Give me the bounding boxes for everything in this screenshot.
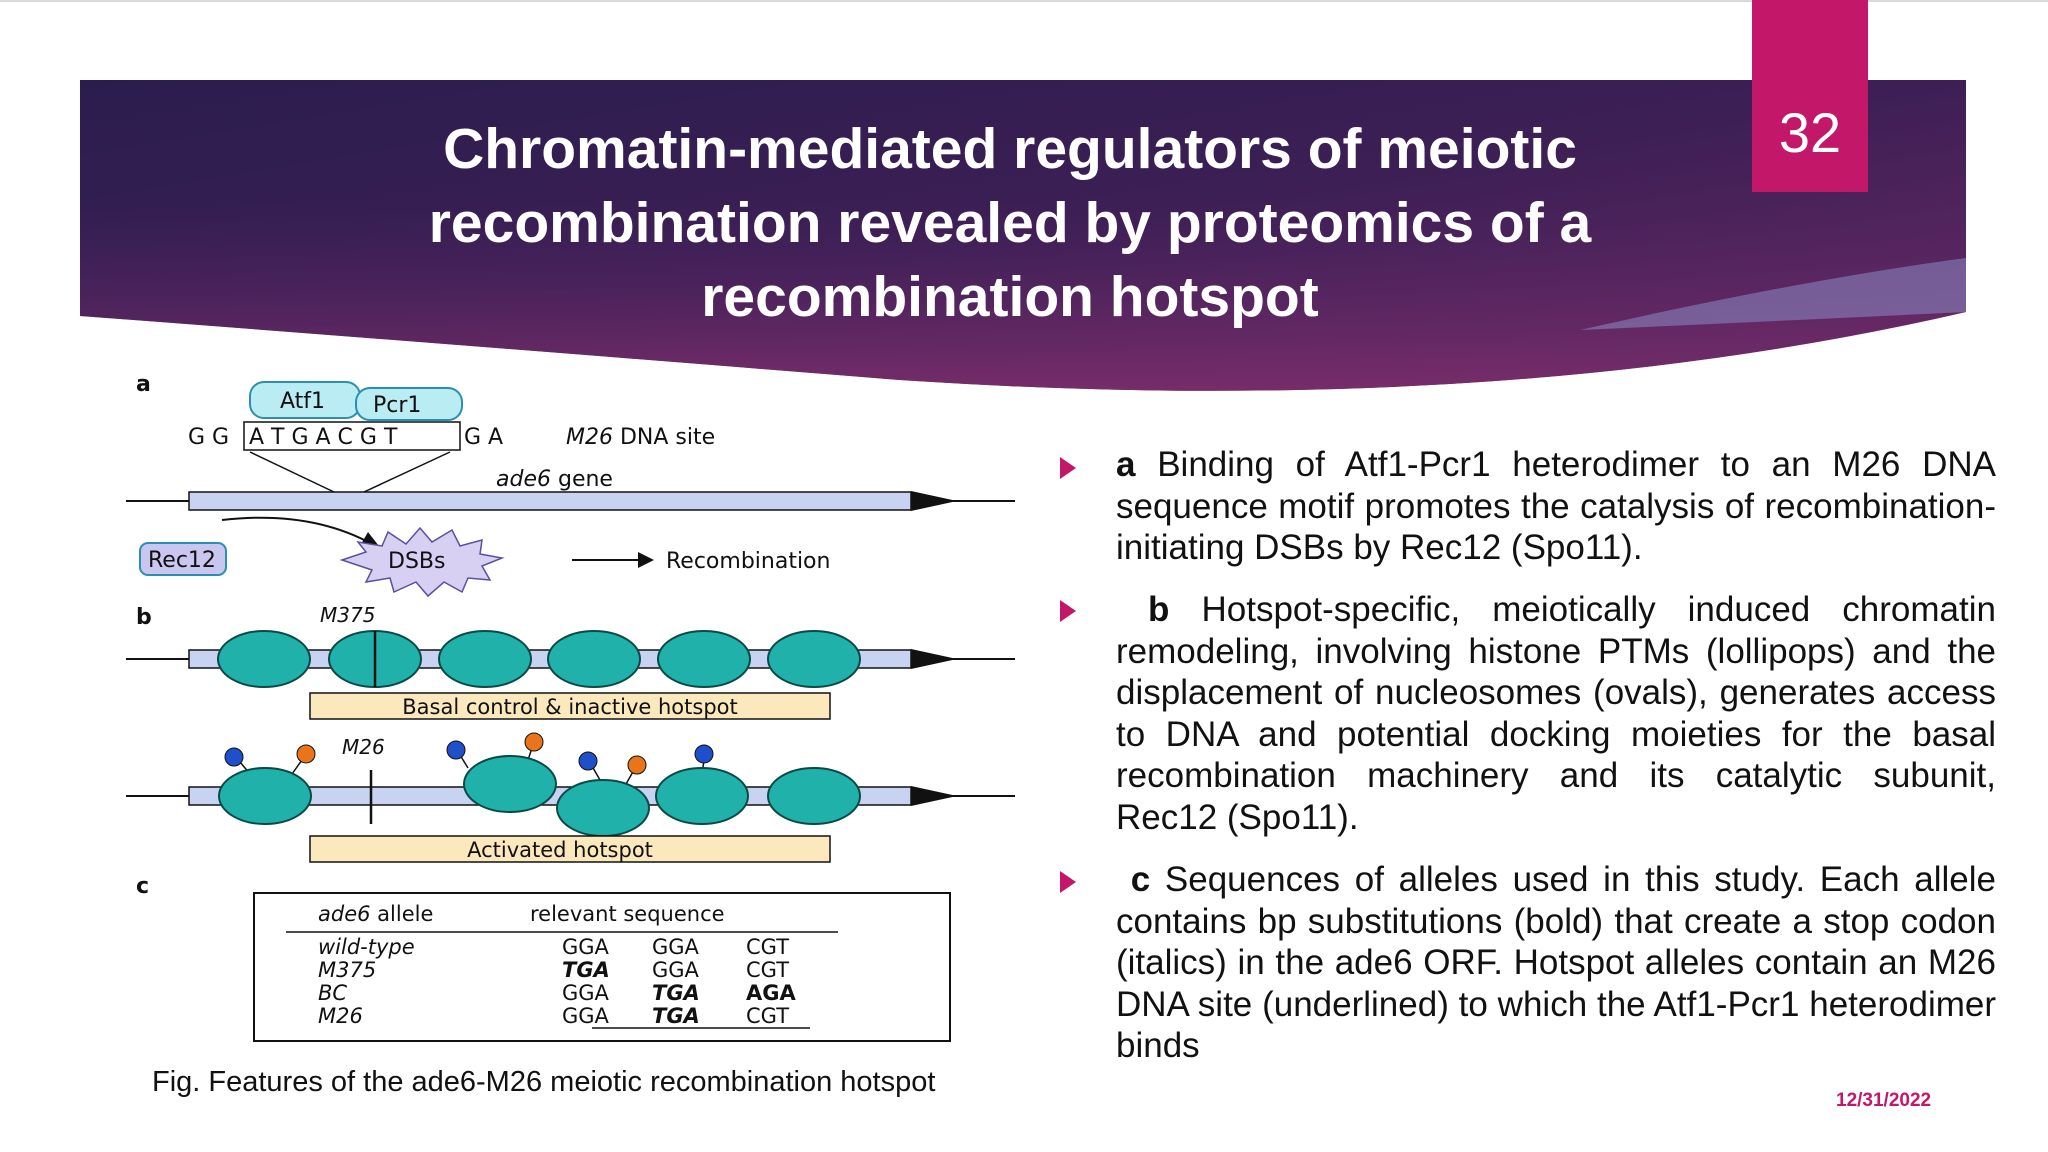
- gene-direction-arrow: [911, 491, 957, 511]
- nucleosome: [556, 779, 650, 837]
- zoom-line-left: [249, 451, 335, 493]
- nucleosomes-activated: [218, 755, 861, 837]
- allele-table-frame: [253, 892, 951, 1042]
- basal-control-box: [309, 692, 831, 720]
- nucleosomes-inactive: [217, 630, 861, 688]
- nucleosome: [217, 630, 311, 688]
- gene-arrow-b2: [911, 786, 957, 806]
- ptm-orange: [524, 732, 544, 752]
- gene-arrow-b1: [911, 649, 957, 669]
- bullet-arrow-icon: [1060, 871, 1076, 893]
- bullet-label: c: [1130, 860, 1151, 899]
- nucleosome: [657, 630, 751, 688]
- histone-ptm-heads: [224, 732, 714, 775]
- rec12-curved-arrow: [221, 516, 373, 545]
- ptm-orange: [296, 744, 316, 764]
- bullet-arrow-icon: [1060, 457, 1076, 479]
- recombination-label: Recombination: [666, 549, 830, 574]
- dsbs-label: DSBs: [388, 549, 445, 574]
- banner-swoosh: [1580, 258, 1966, 330]
- ptm-blue: [224, 747, 244, 767]
- bullet-text: Sequences of alleles used in this study.…: [1116, 860, 1996, 1065]
- allele-name: wild-type: [318, 935, 415, 959]
- codon-3: AGA: [746, 981, 796, 1005]
- sequence-right: G A: [464, 425, 503, 450]
- bullet-text: Hotspot-specific, meiotically induced ch…: [1116, 590, 1996, 837]
- bullet-c: c Sequences of alleles used in this stud…: [1116, 859, 1996, 1067]
- allele-row-wild-type: wild-type GGA GGA CGT: [318, 935, 789, 959]
- codon-1: GGA: [562, 1004, 610, 1028]
- bullet-b: b Hotspot-specific, meiotically induced …: [1116, 589, 1996, 838]
- page-number-tab: [1752, 0, 1868, 192]
- codon-2: TGA: [652, 1004, 700, 1028]
- activated-hotspot-box: [309, 835, 831, 863]
- m375-label: M375: [320, 603, 375, 627]
- nucleosome: [218, 767, 312, 825]
- banner-glow: [80, 200, 1966, 391]
- top-border-line: [0, 0, 2048, 2]
- ptm-blue: [446, 740, 466, 760]
- codon-1: GGA: [562, 981, 610, 1005]
- panel-c-label: c: [136, 874, 149, 899]
- codon-3: CGT: [746, 1004, 789, 1028]
- codon-1: TGA: [562, 958, 610, 982]
- m26-dna-site-label: M26 DNA site: [566, 425, 715, 450]
- sequence-left: G G: [188, 425, 229, 450]
- m26-site-box: [243, 421, 461, 451]
- codon-1: GGA: [562, 935, 610, 959]
- codon-2: GGA: [652, 958, 700, 982]
- zoom-line-right: [363, 451, 451, 493]
- sequence-boxed: A T G A C G T: [249, 425, 398, 450]
- allele-name: BC: [318, 981, 347, 1005]
- bullet-a: a Binding of Atf1-Pcr1 heterodimer to an…: [1116, 444, 1996, 569]
- ptm-blue: [578, 751, 598, 771]
- nucleosome: [463, 755, 557, 813]
- figure-caption: Fig. Features of the ade6-M26 meiotic re…: [152, 1066, 936, 1098]
- page-number: 32: [1778, 101, 1842, 164]
- panel-b-label: b: [136, 605, 152, 630]
- nucleosome: [438, 630, 532, 688]
- bullet-label: b: [1148, 590, 1170, 629]
- slide-date: 12/31/2022: [1836, 1090, 1932, 1111]
- bullet-arrow-icon: [1060, 600, 1076, 622]
- codon-3: CGT: [746, 958, 789, 982]
- allele-name: M375: [318, 958, 376, 982]
- allele-column-header: ade6 allele: [318, 902, 433, 926]
- ptm-orange: [627, 755, 647, 775]
- allele-row-m375: M375 TGA GGA CGT: [318, 958, 789, 982]
- bullet-text: Binding of Atf1-Pcr1 heterodimer to an M…: [1116, 445, 1996, 567]
- rec12-label: Rec12: [148, 548, 216, 573]
- basal-control-label: Basal control & inactive hotspot: [402, 695, 738, 719]
- nucleosome: [767, 767, 861, 825]
- sequence-column-header: relevant sequence: [530, 902, 725, 926]
- to-recombination-arrowhead: [638, 552, 654, 568]
- ade6-gene-bar: [188, 491, 912, 511]
- pcr1-label: Pcr1: [373, 393, 421, 418]
- allele-row-m26: M26 GGA TGA CGT: [318, 1004, 789, 1028]
- m26-label: M26: [342, 735, 385, 759]
- bullet-label: a: [1116, 445, 1136, 484]
- ptm-stem: [291, 759, 303, 775]
- atf1-label: Atf1: [280, 389, 325, 414]
- hotspot-figure: a Atf1 Pcr1 G G A T G A C G T G A M26 DN…: [126, 372, 1015, 1042]
- rec12-protein: [139, 542, 227, 576]
- activated-hotspot-label: Activated hotspot: [467, 838, 653, 862]
- ptm-blue: [694, 744, 714, 764]
- dsbs-starburst: [339, 526, 505, 598]
- slide-title: Chromatin-mediated regulators of meiotic…: [428, 117, 1592, 329]
- nucleosome: [655, 767, 749, 825]
- codon-2: TGA: [652, 981, 700, 1005]
- nucleosome: [767, 630, 861, 688]
- codon-2: GGA: [652, 935, 700, 959]
- nucleosome: [547, 630, 641, 688]
- allele-row-bc: BC GGA TGA AGA: [318, 981, 796, 1005]
- codon-3: CGT: [746, 935, 789, 959]
- allele-name: M26: [318, 1004, 363, 1028]
- panel-a-label: a: [136, 372, 151, 397]
- ade6-gene-label: ade6 gene: [496, 467, 613, 492]
- title-banner: [80, 80, 1966, 391]
- pcr1-protein: [355, 387, 463, 421]
